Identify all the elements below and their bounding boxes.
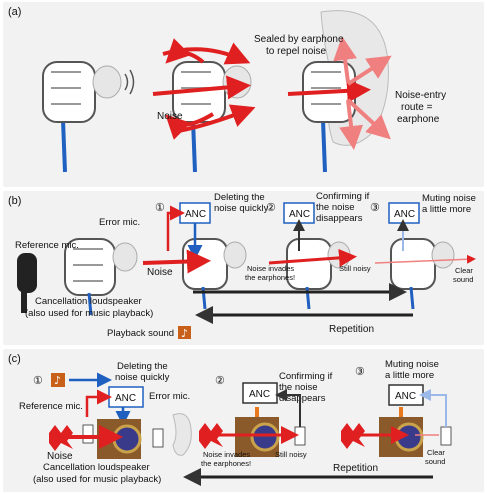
- entry-label-line2: route =: [401, 102, 433, 113]
- noise-arrow-icon: [152, 38, 256, 140]
- panel-b-label: (b): [8, 195, 22, 207]
- repetition-label: Repetition: [329, 324, 374, 335]
- still-noisy-label: Still noisy: [339, 264, 371, 273]
- repelled-noise-arrow-icon: [333, 36, 392, 150]
- noise-label: Noise: [47, 451, 73, 462]
- step2-text-line1: Confirming if: [316, 191, 370, 202]
- step2-number: ②: [266, 202, 276, 214]
- noise-burst-icon: [49, 425, 73, 451]
- repetition-label: Repetition: [333, 463, 378, 474]
- speaker-label-line1: Cancellation loudspeaker: [43, 462, 150, 473]
- error-mic-icon: [294, 426, 306, 446]
- earphone-icon: [172, 61, 252, 173]
- clear-sound-label-line1: Clear: [427, 448, 445, 457]
- reference-mic-label: Reference mic.: [15, 240, 79, 251]
- noise-arrow-icon: [268, 248, 357, 267]
- noise-label: Noise: [147, 267, 173, 278]
- step1-number: ①: [33, 375, 43, 387]
- clear-sound-label-line2: sound: [453, 275, 473, 284]
- invades-label-line2: the earphones!: [245, 273, 295, 282]
- reference-mic-label: Reference mic.: [19, 401, 83, 412]
- anc-label: ANC: [394, 209, 415, 220]
- ear-icon: [172, 413, 192, 456]
- music-note-icon: ♪: [51, 373, 65, 387]
- earphone-icon: [286, 238, 351, 310]
- step2-text-line2: the noise: [316, 202, 355, 213]
- anc-label: ANC: [289, 209, 310, 220]
- step3-text-line1: Muting noise: [385, 359, 439, 370]
- reference-signal-arrow: [85, 389, 112, 417]
- entry-label-line3: earphone: [397, 114, 440, 125]
- invades-label-line1: Noise invades: [247, 264, 294, 273]
- sound-waves-icon: [124, 69, 135, 95]
- error-mic-label: Error mic.: [149, 391, 190, 402]
- earphone-icon: [42, 61, 122, 173]
- noise-arrow-icon: [287, 78, 371, 103]
- reference-signal-arrow: [166, 205, 185, 251]
- error-mic-icon: [152, 428, 164, 448]
- step1-number: ①: [155, 202, 165, 214]
- step1-text-line2: noise quickly: [214, 203, 269, 214]
- anc-label: ANC: [395, 391, 416, 402]
- playback-sound-label: Playback sound: [107, 328, 174, 339]
- invades-label-line2: the earphones!: [201, 459, 251, 468]
- anc-label: ANC: [115, 393, 136, 404]
- feedback-arrow: [275, 389, 301, 427]
- earphone-icon: [390, 238, 455, 310]
- noise-arrow-icon: [142, 249, 211, 274]
- invades-label-line1: Noise invades: [203, 450, 250, 459]
- noise-burst-icon: [341, 423, 365, 449]
- step2-text-line1: Confirming if: [279, 371, 333, 382]
- still-noisy-label: Still noisy: [275, 450, 307, 459]
- step3-text-line2: a little more: [422, 204, 471, 215]
- music-note-icon: ♪: [178, 326, 191, 340]
- anc-label: ANC: [249, 389, 270, 400]
- reference-mic-icon: [82, 424, 94, 444]
- panel-a-illustration: Noise Sealed by earphone to repel noise …: [42, 10, 446, 173]
- earphone-icon: [182, 238, 247, 310]
- svg-text:♪: ♪: [54, 374, 61, 387]
- step2-text-line3: disappears: [316, 213, 363, 224]
- panel-c-illustration: ① ♪ Reference mic. Deleting the noise qu…: [19, 359, 452, 486]
- step3-text-line2: a little more: [385, 370, 434, 381]
- panel-b: (b) Reference mic. Error mic. Cancellati…: [3, 191, 484, 345]
- noise-label: Noise: [157, 111, 183, 122]
- step2-text-line3: disappears: [279, 393, 326, 404]
- panel-b-illustration: Reference mic. Error mic. Cancellation l…: [15, 191, 476, 340]
- speaker-icon: [235, 417, 280, 457]
- step1-text-line2: noise quickly: [115, 372, 170, 383]
- step2-number: ②: [215, 375, 225, 387]
- entry-label-line1: Noise-entry: [395, 90, 446, 101]
- step3-number: ③: [355, 366, 365, 378]
- noise-burst-icon: [199, 423, 223, 449]
- clear-sound-label-line2: sound: [425, 457, 445, 466]
- noise-arrow-icon: [374, 254, 476, 264]
- speaker-label-line1: Cancellation loudspeaker: [35, 296, 142, 307]
- error-mic-label: Error mic.: [99, 217, 140, 228]
- panel-a-label: (a): [8, 6, 22, 18]
- speaker-icon: [379, 417, 424, 457]
- step2-text-line2: the noise: [279, 382, 318, 393]
- step3-text-line1: Muting noise: [422, 193, 476, 204]
- error-mic-icon: [440, 426, 452, 446]
- svg-text:♪: ♪: [181, 327, 188, 340]
- speaker-label-line2: (also used for music playback): [33, 474, 161, 485]
- feedback-arrow: [419, 389, 447, 427]
- step3-number: ③: [370, 202, 380, 214]
- earphone-icon: [64, 238, 138, 316]
- anc-label: ANC: [185, 209, 206, 220]
- panel-c-label: (c): [8, 353, 21, 365]
- step1-text-line1: Deleting the: [117, 361, 168, 372]
- panel-c: (c) ① ♪ Reference mic. Deleting the nois…: [3, 349, 484, 492]
- panel-a: (a): [3, 2, 484, 187]
- speaker-label-line2: (also used for music playback): [25, 308, 153, 319]
- black-earphone-icon: [17, 253, 37, 313]
- clear-sound-label-line1: Clear: [455, 266, 473, 275]
- sealed-label-line2: to repel noise: [266, 46, 326, 57]
- sealed-label-line1: Sealed by earphone: [254, 34, 344, 45]
- step1-text-line1: Deleting the: [214, 192, 265, 203]
